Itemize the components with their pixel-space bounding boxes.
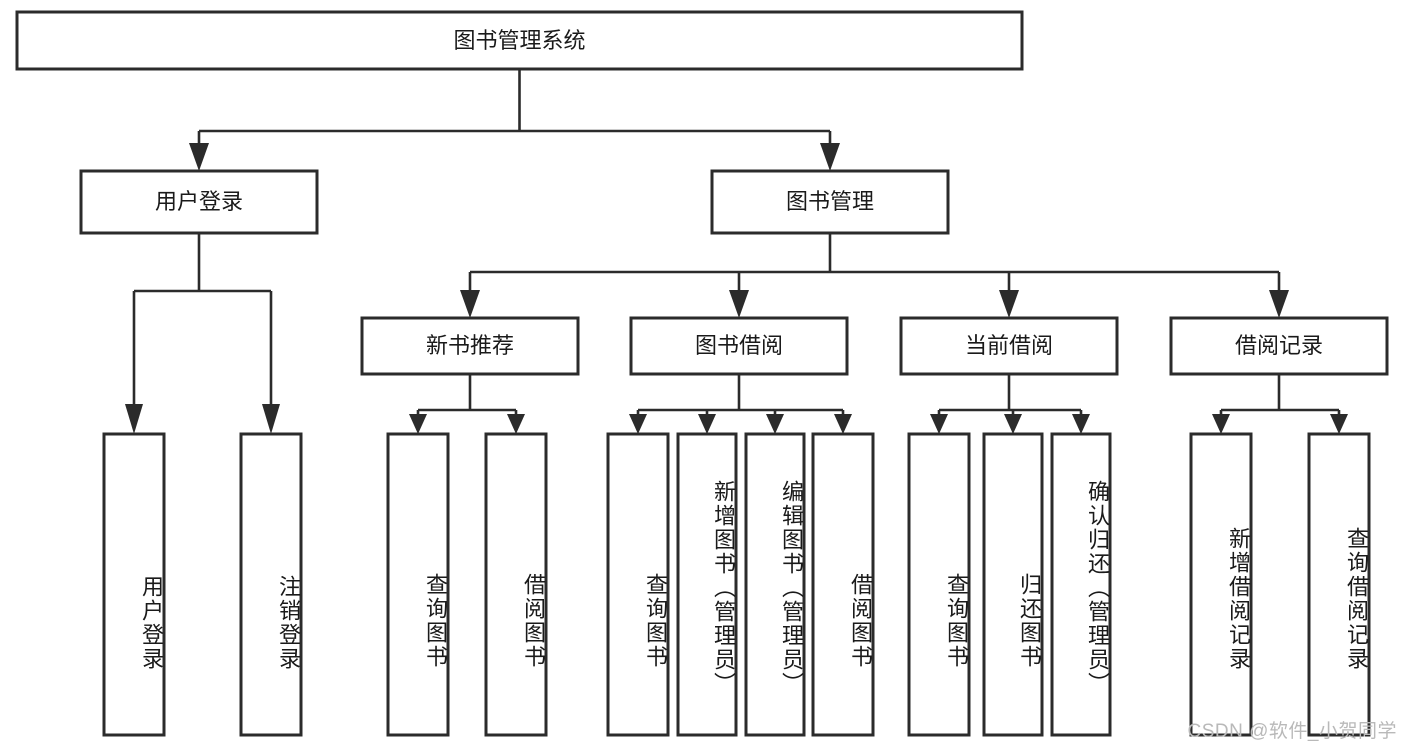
arrow-head-icon — [698, 414, 716, 434]
arrow-head-icon — [820, 143, 840, 171]
node-book-management[interactable]: 图书管理 — [710, 169, 950, 235]
connector-currentborrow-to-leaves — [930, 374, 1090, 434]
arrow-head-icon — [409, 414, 427, 434]
node-book-borrow[interactable]: 图书借阅 — [629, 316, 849, 376]
node-leaf-logout-box[interactable] — [239, 432, 303, 737]
leaf-boxes — [102, 432, 1371, 737]
node-leaf-confirm-return-admin-box[interactable] — [1050, 432, 1112, 737]
arrow-head-icon — [930, 414, 948, 434]
node-current-borrow-label: 当前借阅 — [965, 333, 1053, 358]
arrow-head-icon — [729, 290, 749, 318]
arrow-head-icon — [1212, 414, 1230, 434]
arrow-head-icon — [189, 143, 209, 171]
node-leaf-query-borrow-record-box[interactable] — [1307, 432, 1371, 737]
node-leaf-add-borrow-record-box[interactable] — [1189, 432, 1253, 737]
node-current-borrow[interactable]: 当前借阅 — [899, 316, 1119, 376]
arrow-head-icon — [460, 290, 480, 318]
node-book-borrow-label: 图书借阅 — [695, 333, 783, 358]
node-book-management-label: 图书管理 — [786, 189, 874, 214]
node-leaf-query-book-borrow-box[interactable] — [606, 432, 670, 737]
connector-bookmgmt-to-level3 — [460, 233, 1289, 318]
arrow-head-icon — [1330, 414, 1348, 434]
arrow-head-icon — [999, 290, 1019, 318]
node-leaf-edit-book-admin-box[interactable] — [744, 432, 806, 737]
arrow-head-icon — [125, 404, 143, 434]
node-borrow-record-label: 借阅记录 — [1235, 333, 1323, 358]
node-root[interactable]: 图书管理系统 — [15, 10, 1024, 71]
node-new-book-recommend-box[interactable] — [360, 316, 580, 376]
node-leaf-borrow-book-box[interactable] — [811, 432, 875, 737]
arrow-head-icon — [1072, 414, 1090, 434]
connector-root-to-level2 — [189, 69, 840, 171]
node-leaf-borrow-book-recommend-box[interactable] — [484, 432, 548, 737]
arrow-head-icon — [629, 414, 647, 434]
node-new-book-recommend[interactable]: 新书推荐 — [360, 316, 580, 376]
arrow-head-icon — [507, 414, 525, 434]
node-leaf-user-login-box[interactable] — [102, 432, 166, 737]
watermark: CSDN @软件_小贺同学 — [1187, 721, 1397, 742]
connector-user-login-to-leaves — [125, 233, 280, 434]
arrow-head-icon — [262, 404, 280, 434]
arrow-head-icon — [1269, 290, 1289, 318]
node-root-box[interactable] — [15, 10, 1024, 71]
node-borrow-record-box[interactable] — [1169, 316, 1389, 376]
node-leaf-return-book-box[interactable] — [982, 432, 1044, 737]
node-book-borrow-box[interactable] — [629, 316, 849, 376]
arrow-head-icon — [766, 414, 784, 434]
node-user-login-label: 用户登录 — [155, 189, 243, 214]
node-new-book-recommend-label: 新书推荐 — [426, 333, 514, 358]
node-leaf-query-book-current-box[interactable] — [907, 432, 971, 737]
node-user-login[interactable]: 用户登录 — [79, 169, 319, 235]
connector-bookborrow-to-leaves — [629, 374, 852, 434]
node-user-login-box[interactable] — [79, 169, 319, 235]
connector-borrowrecord-to-leaves — [1212, 374, 1348, 434]
node-leaf-query-book-recommend-box[interactable] — [386, 432, 450, 737]
node-borrow-record[interactable]: 借阅记录 — [1169, 316, 1389, 376]
node-leaf-add-book-admin-box[interactable] — [676, 432, 738, 737]
node-book-management-box[interactable] — [710, 169, 950, 235]
arrow-head-icon — [1004, 414, 1022, 434]
connector-newbook-to-leaves — [409, 374, 525, 434]
node-root-label: 图书管理系统 — [453, 28, 585, 53]
node-current-borrow-box[interactable] — [899, 316, 1119, 376]
arrow-head-icon — [834, 414, 852, 434]
